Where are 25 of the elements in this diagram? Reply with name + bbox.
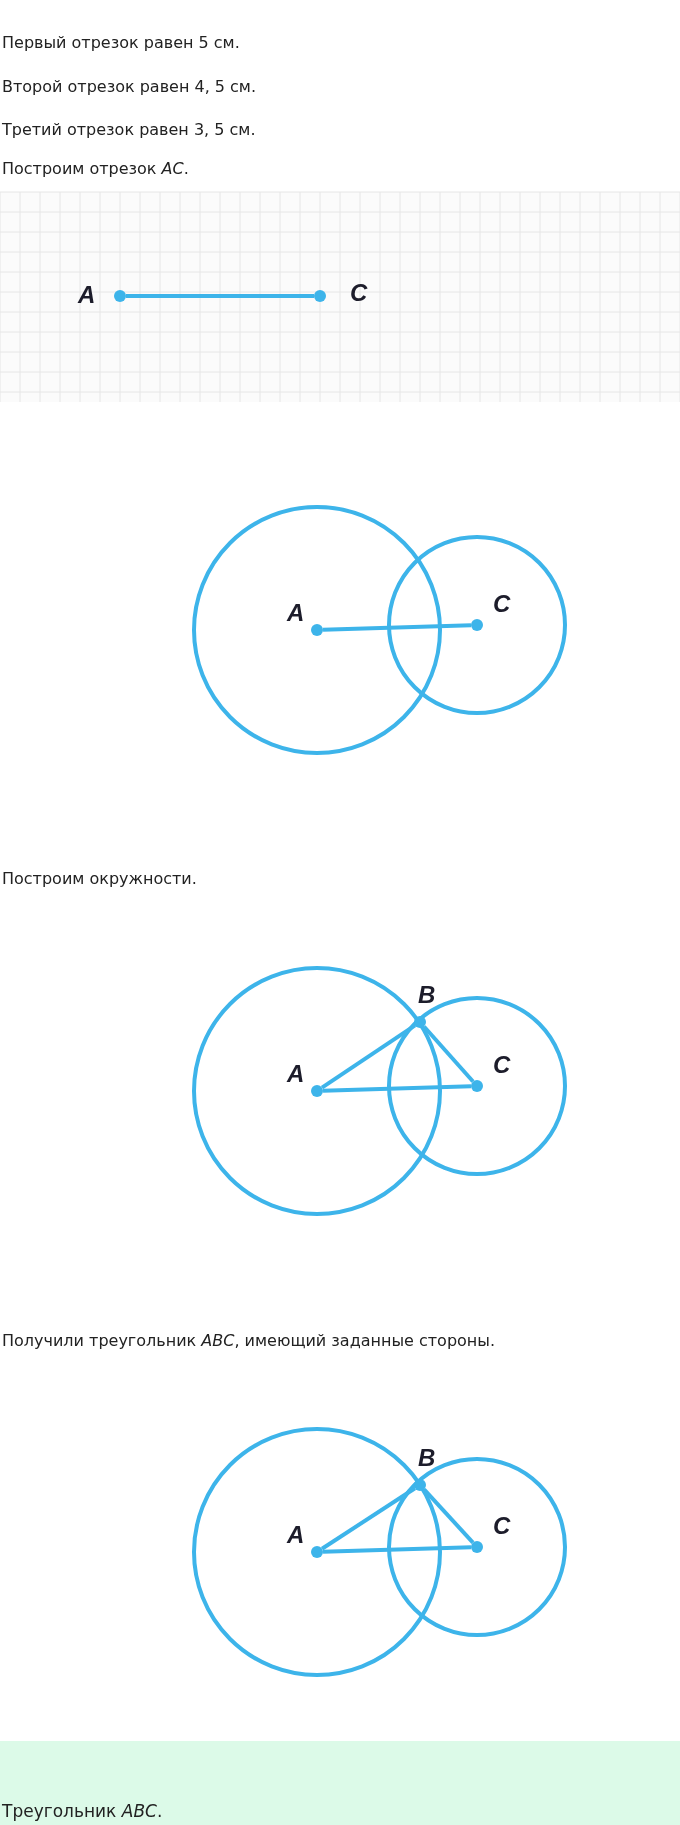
text-line: Построим отрезок AC. [2, 159, 189, 178]
text-line: Первый отрезок равен 5 см. [2, 33, 240, 52]
line-segment [126, 294, 314, 298]
point-label: A [287, 600, 305, 626]
point-label: C [350, 280, 368, 306]
line-segment [320, 1486, 417, 1551]
answer-text: Треугольник ABC. [2, 1801, 163, 1821]
point-label: B [418, 982, 436, 1008]
text-line: Третий отрезок равен 3, 5 см. [2, 120, 256, 139]
point-label: B [418, 1445, 436, 1471]
line-segment [322, 1084, 472, 1093]
text-line: Второй отрезок равен 4, 5 см. [2, 77, 257, 96]
point-label: A [287, 1061, 305, 1087]
point-label: C [493, 1513, 511, 1539]
text-line: Получили треугольник ABC, имеющий заданные стороны. [2, 1331, 496, 1350]
text-line: Построим окружности. [2, 869, 197, 888]
answer-box [0, 1741, 680, 1825]
point-label: A [78, 282, 96, 308]
point-label: C [493, 1052, 511, 1078]
line-segment [320, 1023, 417, 1090]
line-segment [422, 1488, 475, 1544]
point-label: A [287, 1522, 305, 1548]
line-segment [322, 1545, 472, 1554]
point-label: C [493, 591, 511, 617]
line-segment [422, 1025, 475, 1083]
